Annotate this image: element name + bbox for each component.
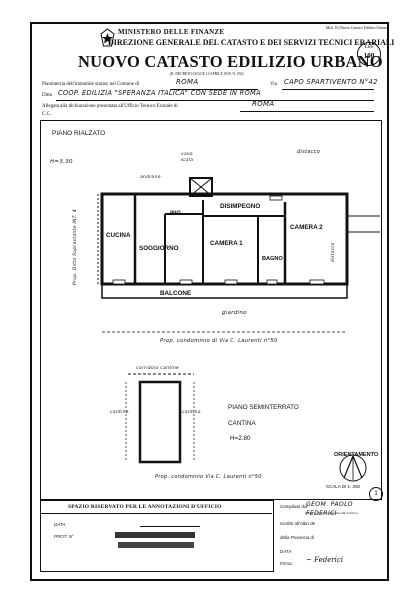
room-disimpegno: DISIMPEGNO [220,203,261,210]
ditta-label: Ditta [42,93,52,98]
room-bagno: BAGNO [262,256,283,262]
basement-height: H=2.80 [230,435,251,442]
signature-label: Firma: [280,561,293,566]
floor-height: H=3.30 [50,159,73,165]
scale-label: SCALA DI 1: 200 [326,484,361,489]
room-camera-1: CAMERA 1 [210,240,243,247]
distacco-right-label: distacco [330,242,335,262]
document-sheet [30,22,389,581]
garden-label: giardino [222,310,247,316]
plan-frame [40,120,382,500]
cc-label: C.C. [42,112,52,117]
compiled-note: (Titolo, nome e cognome del tecnico) [305,511,358,515]
stamp-label: Lire [364,44,374,50]
stamp-value: 100 [363,52,375,60]
signature: ~ Federici [306,556,344,564]
room-cucina: CUCINA [106,232,131,239]
plan-label: Planimetria dell'immobile situato nel Co… [42,82,140,87]
compiled-label: Compilata dal [280,504,308,509]
page-number: 1 [369,487,383,501]
room-ingresso: ING. [170,210,183,217]
document-title: NUOVO CATASTO EDILIZIO URBANO [78,52,383,71]
basement-neighbor: Prop. condominio Via C. Laurenti n°50 [155,474,262,480]
office-date-label: DATA [54,522,66,527]
basement-label: PIANO SEMINTERRATO [228,404,299,411]
side-note: Prop. Ditta Soprastante INT. 4 [73,209,78,285]
office-annotations-box [40,500,274,572]
directorate-name: DIREZIONE GENERALE DEL CATASTO E DEI SER… [108,38,395,47]
androne-label: androne [140,175,161,180]
neighbor-label: Prop. condominio di Via C. Laurenti n°50 [160,338,278,344]
floor-plan-drawing [97,177,380,482]
room-camera-2: CAMERA 2 [290,224,323,231]
cantina-right-label: cantina [182,410,201,415]
allegata-label: Allegata alla dichiarazione presentata a… [42,104,178,109]
office-stamp [100,518,212,556]
provincia-label: della Provincia di [280,535,315,540]
state-emblem-icon [100,28,115,47]
ministry-name: MINISTERO DELLE FINANZE [118,28,225,36]
corridor-label: corridoio cantine [136,366,180,371]
distacco-label: distacco [297,149,321,155]
floor-label: PIANO RIALZATO [52,130,106,137]
via-label: Via [270,82,277,87]
ditta-value: COOP. EDILIZIA "SPERANZA ITALICA" CON SE… [58,89,261,97]
decree-reference: (R. DECRETO-LEGGE 13 APRILE 1939, N. 652… [170,72,244,76]
orientation-label: ORIENTAMENTO [334,452,379,458]
revenue-stamp: Lire 100 [357,42,381,66]
iscritto-label: Iscritto all'Albo de [280,521,316,526]
cantina-label: CANTINA [228,420,256,427]
date-label: DATA [280,549,292,554]
room-balcone: BALCONE [160,290,192,297]
office-annotations-title: SPAZIO RISERVATO PER LE ANNOTAZIONI D'UF… [68,504,222,510]
form-model: Mod. B (Nuovo Catasto Edilizio Urbano) [326,26,390,30]
comune-value: ROMA [176,78,199,86]
office-prot-label: PROT. N° [54,534,74,539]
compiled-by: GEOM. PAOLO FEDERICI [306,501,353,517]
ufficio-value: ROMA [252,100,275,108]
stair-label: vano scala [180,152,194,163]
via-value: CAPO SPARTIVENTO N°42 [284,78,378,86]
cantina-left-label: cantina [110,410,129,415]
room-soggiorno: SOGGIORNO [139,245,179,252]
